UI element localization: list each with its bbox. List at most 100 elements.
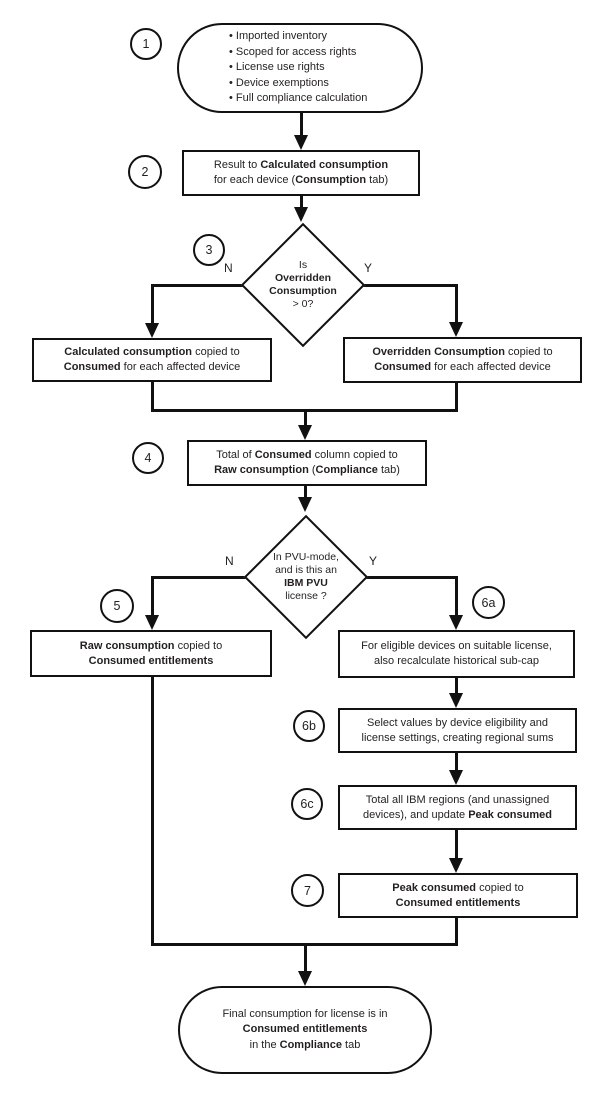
step-number: 7 bbox=[304, 883, 311, 898]
text-line: license settings, creating regional sums bbox=[361, 731, 554, 744]
step-badge-6c: 6c bbox=[291, 788, 323, 820]
connector-decision2-yes-v bbox=[455, 576, 458, 616]
peak-copied-box: Peak consumed copied to Consumed entitlem… bbox=[338, 873, 578, 918]
text-line: Consumed for each affected device bbox=[374, 361, 551, 373]
connector-decision1-no-h bbox=[151, 284, 244, 287]
text-line: also recalculate historical sub-cap bbox=[373, 655, 540, 667]
text-line: • Imported inventory bbox=[229, 30, 328, 43]
connector-total-to-decision2 bbox=[304, 486, 307, 499]
connector-6c-to-7 bbox=[455, 829, 458, 860]
connector-raw-copied-down bbox=[151, 675, 154, 946]
result-calculated-consumption-box: Result to Calculated consumption for each… bbox=[182, 150, 420, 196]
step-badge-6b: 6b bbox=[293, 710, 325, 742]
arrowhead-start-to-result bbox=[294, 135, 308, 150]
text-line: Consumed entitlements bbox=[88, 654, 214, 667]
arrowhead-decision1-yes bbox=[449, 322, 463, 337]
text-line: Peak consumed copied to bbox=[392, 881, 524, 894]
connector-overridden-copied-down bbox=[455, 381, 458, 412]
arrowhead-6c-to-7 bbox=[449, 858, 463, 873]
total-ibm-regions-box: Total all IBM regions (and unassigned dev… bbox=[338, 785, 577, 830]
recalculate-subcap-box: For eligible devices on suitable license… bbox=[338, 630, 575, 678]
connector-peak-copied-down bbox=[455, 917, 458, 946]
connector-decision2-yes-h bbox=[365, 576, 457, 579]
text-line: for each device (Consumption tab) bbox=[213, 174, 389, 186]
connector-decision2-no-h bbox=[151, 576, 247, 579]
text-line: Overridden Consumption copied to bbox=[372, 346, 553, 358]
arrowhead-6b-to-6c bbox=[449, 770, 463, 785]
text-line: devices), and update Peak consumed bbox=[363, 808, 552, 821]
text-line: • Device exemptions bbox=[229, 76, 329, 89]
decision1-yes-label: Y bbox=[364, 261, 373, 275]
step-number: 1 bbox=[142, 37, 150, 51]
text-line: license ? bbox=[285, 590, 327, 602]
step-badge-7: 7 bbox=[291, 874, 324, 907]
arrowhead-merge1-to-total bbox=[298, 425, 312, 440]
text-line: > 0? bbox=[292, 298, 314, 310]
step-badge-3: 3 bbox=[193, 234, 225, 266]
connector-decision1-yes-v bbox=[455, 284, 458, 324]
text-line: Consumed entitlements bbox=[242, 1023, 368, 1036]
text-line: Is bbox=[298, 259, 308, 271]
step-badge-2: 2 bbox=[128, 155, 162, 189]
decision2-yes-label: Y bbox=[369, 554, 378, 568]
raw-consumption-total-box: Total of Consumed column copied to Raw co… bbox=[187, 440, 427, 486]
arrowhead-total-to-decision2 bbox=[298, 497, 312, 512]
overridden-copied-box: Overridden Consumption copied to Consumed… bbox=[343, 337, 582, 383]
text-line: IBM PVU bbox=[284, 577, 328, 589]
text-line: Overridden bbox=[274, 272, 332, 284]
text-line: Consumed entitlements bbox=[395, 896, 521, 909]
connector-decision1-no-v bbox=[151, 284, 154, 325]
text-line: • Scoped for access rights bbox=[229, 45, 357, 58]
connector-start-to-result bbox=[300, 112, 303, 138]
text-line: and is this an bbox=[275, 564, 337, 576]
final-node: Final consumption for license is in Consu… bbox=[178, 986, 432, 1074]
arrowhead-merge2-to-final bbox=[298, 971, 312, 986]
step-number: 4 bbox=[144, 451, 152, 465]
text-line: Total all IBM regions (and unassigned bbox=[365, 793, 550, 806]
arrowhead-decision2-no bbox=[145, 615, 159, 630]
raw-copied-entitlements-box: Raw consumption copied to Consumed entitl… bbox=[30, 630, 272, 677]
step-number: 3 bbox=[205, 243, 213, 257]
step-badge-5: 5 bbox=[100, 589, 134, 623]
step-badge-1: 1 bbox=[130, 28, 162, 60]
text-line: Total of Consumed column copied to bbox=[216, 449, 398, 461]
step-number: 6b bbox=[302, 719, 316, 733]
arrowhead-decision2-yes bbox=[449, 615, 463, 630]
step-number: 5 bbox=[113, 599, 121, 613]
step-number: 6c bbox=[300, 797, 314, 811]
text-line: Final consumption for license is in bbox=[222, 1007, 388, 1020]
decision1-no-label: N bbox=[224, 261, 233, 275]
step-badge-6a: 6a bbox=[472, 586, 505, 619]
start-node: • Imported inventory • Scoped for access … bbox=[177, 23, 423, 113]
select-values-box: Select values by device eligibility and l… bbox=[338, 708, 577, 753]
text-line: Consumed for each affected device bbox=[63, 361, 241, 373]
calculated-copied-box: Calculated consumption copied to Consumed… bbox=[32, 338, 272, 382]
text-line: Raw consumption copied to bbox=[79, 639, 223, 652]
text-line: In PVU-mode, bbox=[273, 551, 339, 563]
connector-decision2-no-v bbox=[151, 576, 154, 616]
text-line: For eligible devices on suitable license… bbox=[361, 640, 552, 652]
connector-6a-to-6b bbox=[455, 677, 458, 695]
text-line: Raw consumption (Compliance tab) bbox=[214, 464, 400, 476]
text-line: Select values by device eligibility and bbox=[367, 716, 548, 729]
step-badge-4: 4 bbox=[132, 442, 164, 474]
text-line: Calculated consumption copied to bbox=[64, 346, 240, 358]
decision2-no-label: N bbox=[225, 554, 234, 568]
connector-calc-copied-down bbox=[151, 380, 154, 412]
connector-6b-to-6c bbox=[455, 752, 458, 772]
connector-decision1-yes-h bbox=[362, 284, 458, 287]
connector-result-to-decision1 bbox=[300, 195, 303, 209]
text-line: • Full compliance calculation bbox=[229, 92, 368, 105]
text-line: • License use rights bbox=[229, 61, 325, 74]
arrowhead-result-to-decision1 bbox=[294, 207, 308, 222]
connector-merge2-drop bbox=[304, 944, 307, 972]
arrowhead-6a-to-6b bbox=[449, 693, 463, 708]
arrowhead-decision1-no bbox=[145, 323, 159, 338]
step-number: 2 bbox=[141, 165, 149, 179]
text-line: Result to Calculated consumption bbox=[213, 159, 389, 171]
text-line: Consumption bbox=[269, 285, 337, 297]
text-line: in the Compliance tab bbox=[249, 1038, 361, 1051]
